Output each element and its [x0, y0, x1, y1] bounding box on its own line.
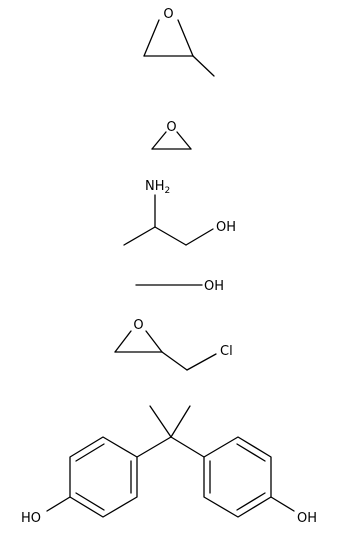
bond [176, 131, 192, 150]
atom-label-hydroxyl: OH [297, 511, 317, 526]
atom-label-chlorine: Cl [220, 344, 233, 359]
double-bond [236, 492, 266, 511]
bond [46, 496, 71, 512]
atom-label-hydroxyl: OH [216, 220, 236, 235]
bond [170, 436, 205, 458]
double-bond [236, 443, 266, 462]
bond [154, 226, 187, 246]
bond [114, 330, 132, 353]
bond [270, 496, 295, 512]
bond [145, 330, 163, 353]
bond [186, 353, 217, 371]
ring-left [69, 436, 138, 518]
bond [136, 436, 172, 458]
bond [149, 405, 172, 438]
atom-label-amine: NH2 [145, 179, 170, 196]
double-bond [75, 443, 105, 462]
bond [177, 19, 194, 57]
bond [143, 19, 160, 57]
atom-label-hydroxyl: OH [204, 279, 224, 294]
atom-label-hydroxyl: HO [21, 511, 41, 526]
molecule-bisphenol-a: HO OH [21, 405, 317, 526]
double-bond [75, 492, 105, 511]
molecule-aminopropanol: NH2 OH [123, 179, 236, 246]
molecule-methanol: OH [135, 279, 224, 294]
molecule-oxirane: O [151, 120, 192, 150]
bond [185, 228, 214, 246]
ring-right [203, 436, 272, 518]
atom-label-oxygen: O [163, 7, 173, 22]
molecule-methyloxirane: O [143, 7, 215, 77]
bond [151, 131, 167, 150]
bond [170, 405, 191, 438]
bond [123, 226, 156, 246]
atom-label-oxygen: O [166, 120, 176, 135]
molecule-epichlorohydrin: O Cl [114, 318, 233, 371]
bond [192, 55, 215, 77]
bond [161, 351, 188, 371]
atom-label-oxygen: O [133, 318, 143, 333]
